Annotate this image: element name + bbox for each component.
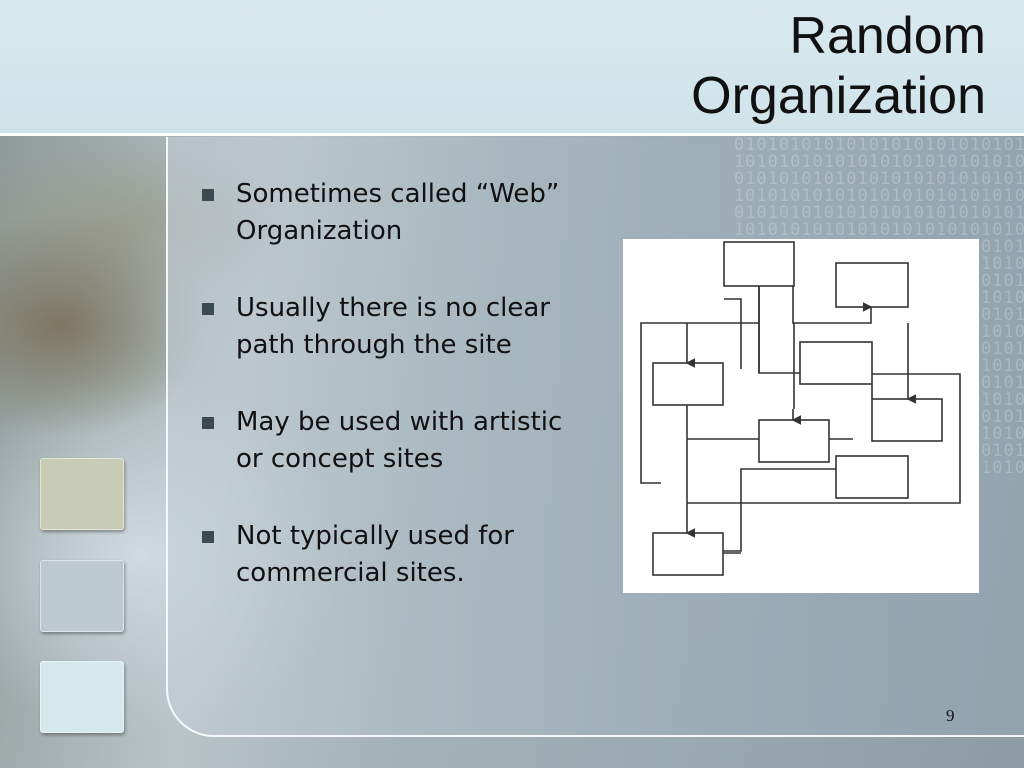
diagram-box	[652, 362, 724, 406]
bullet-text: Sometimes called “Web” Organization	[236, 179, 560, 246]
square-bullet-icon	[202, 417, 214, 429]
slide-title-line-1: Random	[789, 7, 986, 65]
slide-title-line-2: Organization	[691, 67, 986, 125]
bullet-item: Usually there is no clear path through t…	[200, 290, 580, 364]
page-number: 9	[946, 706, 955, 725]
diagram-box	[799, 341, 873, 385]
web-structure-diagram	[623, 239, 979, 593]
diagram-box	[723, 241, 795, 287]
bullet-item: May be used with artistic or concept sit…	[200, 404, 580, 478]
decorative-swatch-3	[40, 661, 124, 733]
bullet-text: Not typically used for commercial sites.	[236, 521, 514, 588]
decorative-swatch-2	[40, 560, 124, 632]
diagram-box	[758, 419, 830, 463]
square-bullet-icon	[202, 303, 214, 315]
slide-title: Random Organization	[691, 6, 986, 126]
bullet-item: Not typically used for commercial sites.	[200, 518, 580, 592]
diagram-box	[835, 262, 909, 308]
square-bullet-icon	[202, 189, 214, 201]
bullet-text: Usually there is no clear path through t…	[236, 293, 550, 360]
bullet-list: Sometimes called “Web” Organization Usua…	[200, 176, 580, 632]
diagram-svg	[640, 241, 961, 576]
title-bar: Random Organization	[0, 0, 1024, 136]
diagram-box	[835, 455, 909, 499]
diagram-box	[871, 398, 943, 442]
decorative-swatch-1	[40, 458, 124, 530]
diagram-box	[652, 532, 724, 576]
bullet-text: May be used with artistic or concept sit…	[236, 407, 563, 474]
bullet-item: Sometimes called “Web” Organization	[200, 176, 580, 250]
square-bullet-icon	[202, 531, 214, 543]
